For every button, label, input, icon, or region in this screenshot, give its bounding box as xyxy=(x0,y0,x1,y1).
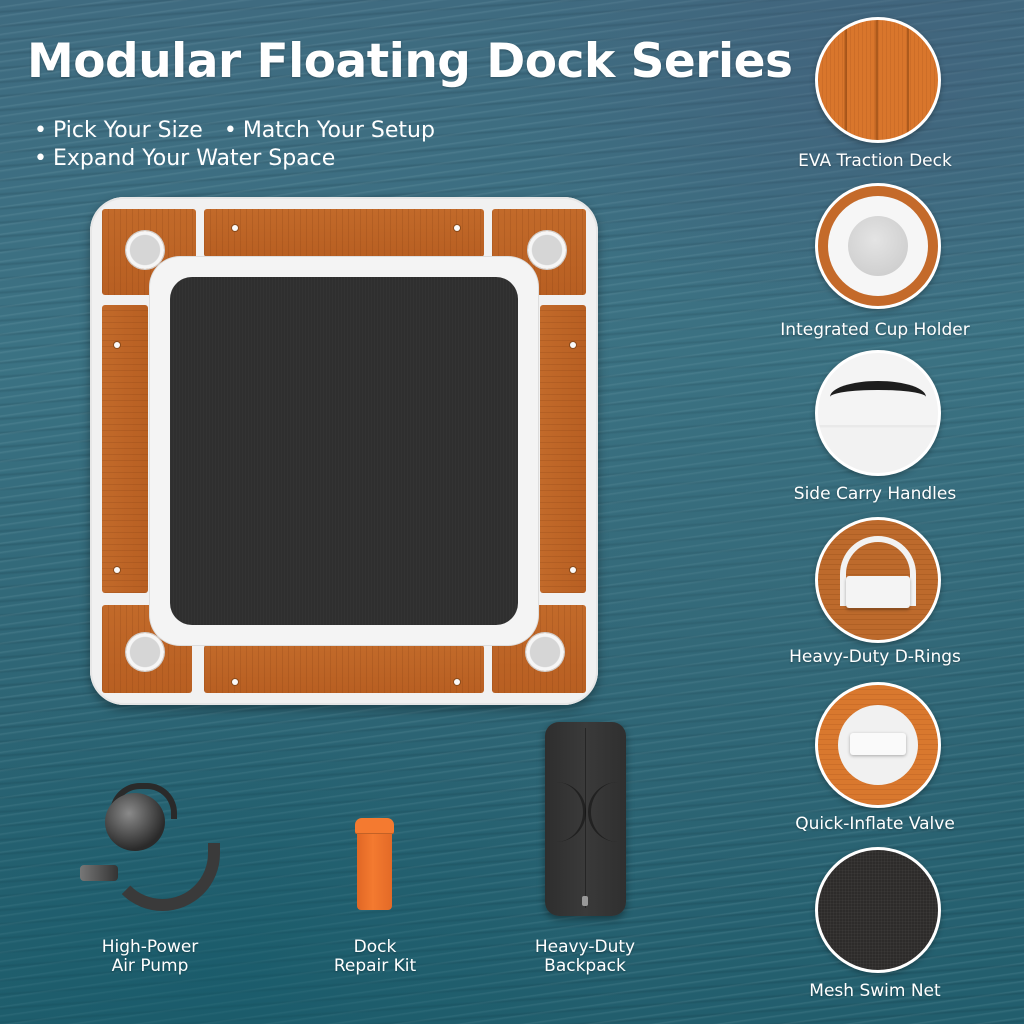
bullet-item: •Match Your Setup xyxy=(223,118,435,143)
d-ring-icon xyxy=(815,517,941,643)
d-ring-icon xyxy=(454,225,460,231)
feature-label: Side Carry Handles xyxy=(793,484,957,504)
cup-holder-icon xyxy=(126,231,164,269)
d-ring-icon xyxy=(232,225,238,231)
d-ring-icon xyxy=(570,342,576,348)
feature-label: Integrated Cup Holder xyxy=(780,320,970,340)
feature-label: EVA Traction Deck xyxy=(798,151,952,171)
bottom-plank xyxy=(204,645,484,693)
mesh-swim-net xyxy=(170,277,518,625)
feature-label: Quick-Inflate Valve xyxy=(795,814,955,834)
floating-dock-image xyxy=(90,197,598,705)
carry-handle-icon xyxy=(815,350,941,476)
d-ring-icon xyxy=(114,342,120,348)
cup-holder-icon xyxy=(528,231,566,269)
repair-kit-icon xyxy=(355,818,394,910)
air-pump-icon xyxy=(80,783,230,918)
page-title: Modular Floating Dock Series xyxy=(27,34,793,89)
feature-label: Mesh Swim Net xyxy=(809,981,941,1001)
d-ring-icon xyxy=(114,567,120,573)
bullet-item: •Expand Your Water Space xyxy=(34,146,336,171)
backpack-icon xyxy=(545,722,626,916)
right-plank xyxy=(540,305,586,593)
wood-deck-icon xyxy=(815,17,941,143)
cup-holder-icon xyxy=(526,633,564,671)
top-plank xyxy=(204,209,484,257)
left-plank xyxy=(102,305,148,593)
bullet-item: •Pick Your Size xyxy=(34,118,203,143)
valve-icon xyxy=(815,682,941,808)
d-ring-icon xyxy=(454,679,460,685)
mesh-net-icon xyxy=(815,847,941,973)
cup-holder-icon xyxy=(815,183,941,309)
feature-bullets: •Pick Your Size •Match Your Setup •Expan… xyxy=(34,117,449,173)
d-ring-icon xyxy=(570,567,576,573)
cup-holder-icon xyxy=(126,633,164,671)
feature-label: Heavy-Duty D-Rings xyxy=(789,647,961,667)
d-ring-icon xyxy=(232,679,238,685)
